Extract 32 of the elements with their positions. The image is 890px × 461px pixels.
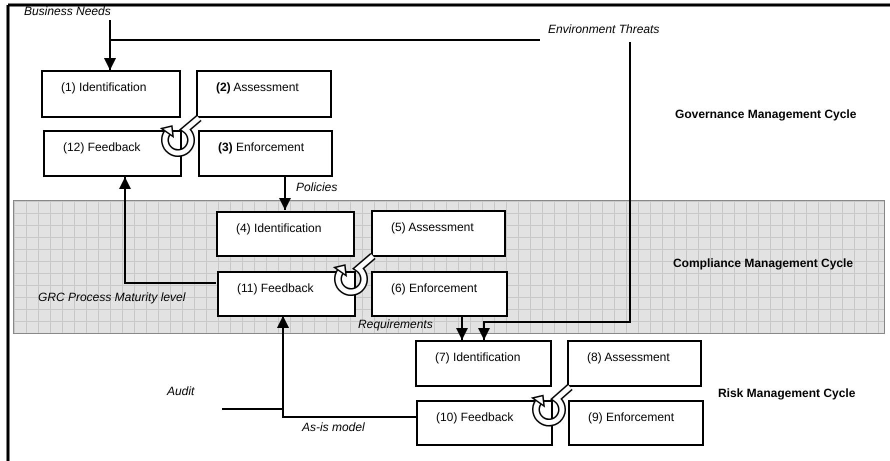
arrow (277, 316, 416, 418)
cycle-arrow (160, 114, 202, 157)
cycle-band (13, 200, 885, 334)
process-box: (1) Identification (41, 70, 181, 118)
input-label: Environment Threats (540, 22, 680, 42)
process-box: (4) Identification (216, 211, 355, 257)
arrow (104, 39, 540, 70)
edge-label: Policies (296, 180, 338, 194)
edge-label: Requirements (358, 317, 433, 331)
process-box: (12) Feedback (43, 130, 182, 177)
edge-label: GRC Process Maturity level (38, 290, 186, 304)
edge-label: As-is model (302, 420, 365, 434)
process-box: (8) Assessment (567, 340, 702, 387)
arrow (478, 42, 631, 340)
process-box: (11) Feedback (217, 271, 356, 317)
process-box: (10) Feedback (416, 400, 553, 446)
cycle-title: Risk Management Cycle (718, 386, 856, 400)
input-label: Audit (165, 384, 222, 414)
arrow (456, 316, 468, 340)
process-box: (3) Enforcement (198, 130, 333, 177)
cycle-arrow (332, 252, 376, 296)
cycle-title: Governance Management Cycle (675, 107, 856, 121)
process-box: (6) Enforcement (371, 271, 508, 317)
arrow (119, 177, 216, 284)
process-box: (5) Assessment (371, 210, 506, 257)
input-label: Business Needs (22, 4, 114, 20)
cycle-arrow (530, 384, 573, 426)
process-box: (9) Enforcement (568, 400, 704, 446)
process-box: (7) Identification (415, 340, 552, 387)
cycle-title: Compliance Management Cycle (673, 256, 854, 270)
arrow (279, 177, 291, 210)
process-box: (2) Assessment (196, 70, 332, 118)
